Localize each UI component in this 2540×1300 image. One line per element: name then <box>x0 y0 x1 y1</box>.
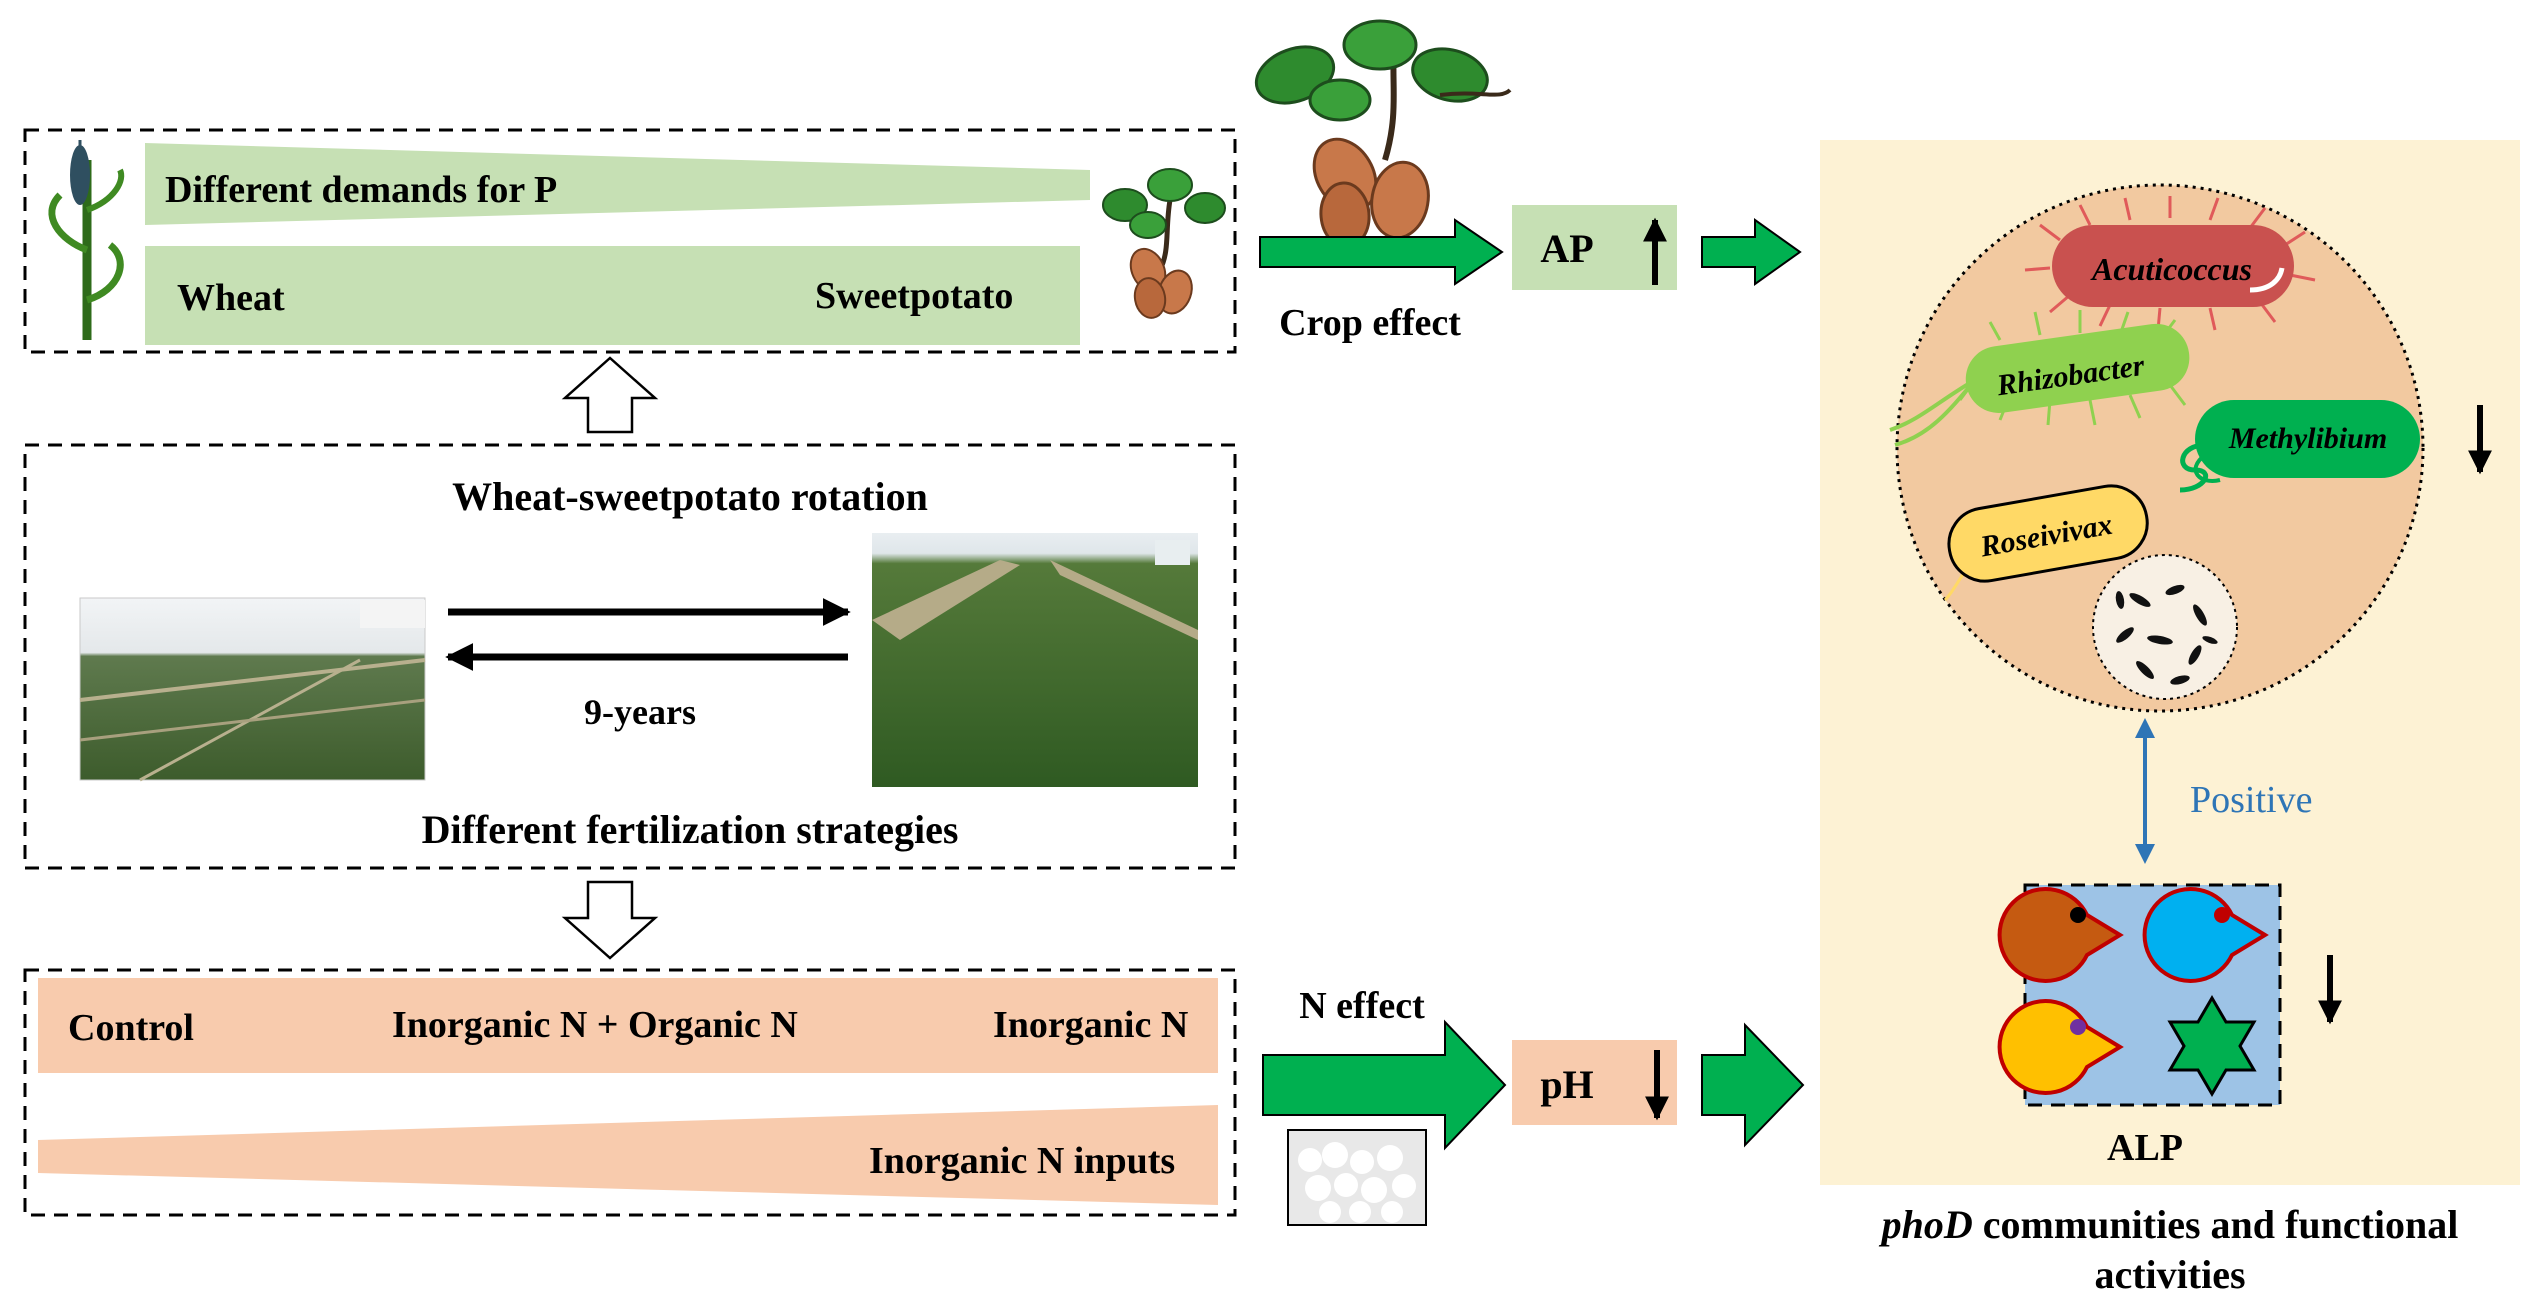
ph-label: pH <box>1540 1062 1593 1107</box>
n-effect-label: N effect <box>1299 985 1425 1027</box>
sweetpotato-plant-icon-large <box>1254 19 1512 249</box>
taxon-acuticoccus: Acuticoccus <box>2090 251 2252 287</box>
rotation-panel-border <box>23 443 1237 870</box>
fertilization-panel-border <box>23 968 1237 1217</box>
sweetpotato-field-photo <box>872 533 1198 787</box>
enzyme-label: ALP <box>2107 1127 2183 1169</box>
pacman-blue-icon <box>2142 887 2269 983</box>
effects-column: Crop effect AP N effect pH <box>1254 19 1805 1226</box>
community-panel: Acuticoccus Rhizobacter Methylibium <box>1820 140 2520 1185</box>
pacman-brown-icon <box>1997 887 2124 983</box>
community-caption-line2: activities <box>2094 1252 2245 1297</box>
treatment-inorganic: Inorganic N <box>993 1004 1188 1046</box>
crop-panel-border <box>23 128 1237 354</box>
caption-italic-term: phoD <box>1879 1202 1973 1247</box>
n-effect-arrow <box>1262 1019 1507 1151</box>
wheat-field-photo <box>79 597 426 782</box>
n-inputs-label: Inorganic N inputs <box>869 1140 1175 1182</box>
ph-to-community-arrow <box>1701 1022 1805 1148</box>
treatment-control: Control <box>68 1007 194 1049</box>
n-inputs-wedge <box>38 1105 1218 1205</box>
rhizobacter-cell: Rhizobacter <box>1889 310 2190 447</box>
taxon-methylibium: Methylibium <box>2228 422 2387 455</box>
acuticoccus-cell: Acuticoccus <box>2024 196 2316 331</box>
duration-label: 9-years <box>584 692 696 732</box>
community-caption-line1: phoD communities and functional <box>1879 1202 2459 1247</box>
sweetpotato-plant-icon-small <box>1102 168 1226 319</box>
rotation-title: Wheat-sweetpotato rotation <box>452 474 928 519</box>
fertilization-panel: Control Inorganic N + Organic N Inorgani… <box>23 968 1237 1217</box>
enzyme-box <box>1997 883 2282 1107</box>
ph-box <box>1512 1040 1677 1125</box>
star-enzyme-icon <box>2167 995 2257 1097</box>
hollow-up-arrow <box>561 356 659 434</box>
crop-panel: Different demands for P Wheat Sweetpotat… <box>23 128 1237 354</box>
hollow-down-arrow <box>561 880 659 960</box>
microbe-inset <box>2092 554 2238 700</box>
sweetpotato-label: Sweetpotato <box>815 275 1013 317</box>
wheat-plant-icon <box>48 140 125 340</box>
p-demand-label: Different demands for P <box>165 169 557 211</box>
caption-line1-rest: communities and functional <box>1973 1202 2459 1247</box>
fertilizer-granules-photo <box>1287 1129 1427 1226</box>
ap-label: AP <box>1540 226 1593 271</box>
treatment-inorganic-organic: Inorganic N + Organic N <box>392 1004 798 1046</box>
fertilization-subtitle: Different fertilization strategies <box>422 807 959 852</box>
methylibium-cell: Methylibium <box>2179 400 2420 493</box>
pacman-yellow-icon <box>1997 999 2124 1095</box>
microbe-circle <box>1895 183 2425 713</box>
crop-bar <box>145 246 1080 345</box>
rotation-panel: Wheat-sweetpotato rotation 9-years Diffe… <box>23 443 1237 870</box>
wheat-label: Wheat <box>177 277 285 319</box>
crop-effect-label: Crop effect <box>1279 302 1461 344</box>
crop-effect-arrow <box>1259 218 1504 286</box>
p-demand-wedge <box>145 143 1090 225</box>
ap-to-community-arrow <box>1701 218 1802 286</box>
roseivivax-cell: Roseivivax <box>1943 484 2149 602</box>
positive-label: Positive <box>2190 779 2312 821</box>
treatment-bar <box>38 978 1218 1073</box>
